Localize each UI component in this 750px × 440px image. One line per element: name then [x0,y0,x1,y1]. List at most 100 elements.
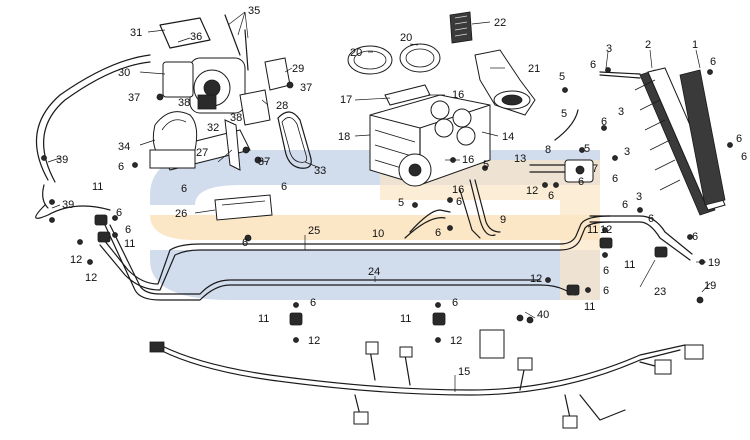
callout-40: 40 [537,309,549,321]
callout-11: 11 [584,301,595,313]
callout-6: 6 [242,237,248,249]
expansion-valve [529,109,594,183]
callout-6: 6 [181,183,187,195]
callout-38: 38 [178,97,190,109]
callout-37: 37 [128,92,140,104]
callout-6: 6 [736,133,742,145]
callout-26: 26 [175,208,187,220]
callout-3: 3 [606,43,612,55]
callout-25: 25 [308,225,320,237]
callout-37: 37 [258,156,270,168]
callout-7: 7 [592,163,598,175]
callout-6: 6 [281,181,287,193]
callout-11: 11 [92,181,103,193]
callout-1: 1 [692,39,698,51]
callout-11: 11 [400,313,411,325]
callout-5: 5 [398,197,404,209]
callout-39: 39 [62,199,74,211]
callout-12: 12 [308,335,320,347]
callout-33: 33 [314,165,326,177]
condenser-assembly [599,67,726,216]
callout-19: 19 [704,280,716,292]
callout-20: 20 [350,47,362,59]
callout-6: 6 [692,231,698,243]
callout-5: 5 [483,159,489,171]
callout-5: 5 [584,143,590,155]
callout-35: 35 [248,5,260,17]
callout-13: 13 [514,153,526,165]
callout-2: 2 [645,39,651,51]
callout-3: 3 [624,146,630,158]
callout-23: 23 [654,286,666,298]
callout-34: 34 [118,141,130,153]
callout-8: 8 [545,144,551,156]
callout-11: 11 [624,259,635,271]
callout-6: 6 [710,56,716,68]
callout-27: 27 [196,147,208,159]
callout-36: 36 [190,31,202,43]
callout-16: 16 [462,154,474,166]
callout-20: 20 [400,32,412,44]
callout-12: 12 [526,185,538,197]
callout-3: 3 [618,106,624,118]
clamps-20 [347,43,441,75]
callout-12: 12 [85,272,97,284]
callout-21: 21 [528,63,540,75]
callout-30: 30 [118,67,130,79]
callout-6: 6 [310,297,316,309]
callout-6: 6 [741,151,747,163]
leader-lines [47,11,711,392]
callout-12: 12 [70,254,82,266]
callout-6: 6 [116,207,122,219]
callout-11: 11 [587,224,598,236]
clutch-pulley [149,111,198,169]
callout-37: 37 [300,82,312,94]
hose-39 [35,54,151,219]
callout-18: 18 [338,131,350,143]
cabin-filter [449,11,473,44]
callout-19: 19 [708,257,720,269]
callout-31: 31 [130,27,142,39]
compressor-assembly [159,14,291,114]
callout-11: 11 [258,313,269,325]
callout-6: 6 [452,297,458,309]
callout-9: 9 [500,214,506,226]
callout-6: 6 [622,199,628,211]
drive-belt [277,111,312,169]
callout-11: 11 [124,238,135,250]
callout-12: 12 [450,335,462,347]
callout-6: 6 [603,265,609,277]
callout-6: 6 [548,190,554,202]
callout-14: 14 [502,131,514,143]
callout-17: 17 [340,94,352,106]
callout-5: 5 [561,108,567,120]
watermark-logo [150,150,600,300]
air-duct [474,49,536,116]
mounting-bracket-26 [214,194,273,221]
callout-3: 3 [636,191,642,203]
callout-39: 39 [56,154,68,166]
callout-6: 6 [601,116,607,128]
callout-6: 6 [612,173,618,185]
callout-12: 12 [530,273,542,285]
callout-6: 6 [456,196,462,208]
callout-6: 6 [118,161,124,173]
evaporator-unit [369,84,491,187]
callout-10: 10 [372,228,384,240]
callout-29: 29 [292,63,304,75]
callout-6: 6 [590,59,596,71]
callout-22: 22 [494,17,506,29]
callout-6: 6 [603,285,609,297]
callout-28: 28 [276,100,288,112]
callout-6: 6 [648,213,654,225]
callout-12: 12 [600,224,612,236]
callout-5: 5 [559,71,565,83]
pipe-assembly-24-25 [99,215,693,301]
callout-32: 32 [207,122,219,134]
callout-6: 6 [578,176,584,188]
callout-15: 15 [458,366,470,378]
callout-16: 16 [452,89,464,101]
hoses-9-10 [404,179,501,239]
